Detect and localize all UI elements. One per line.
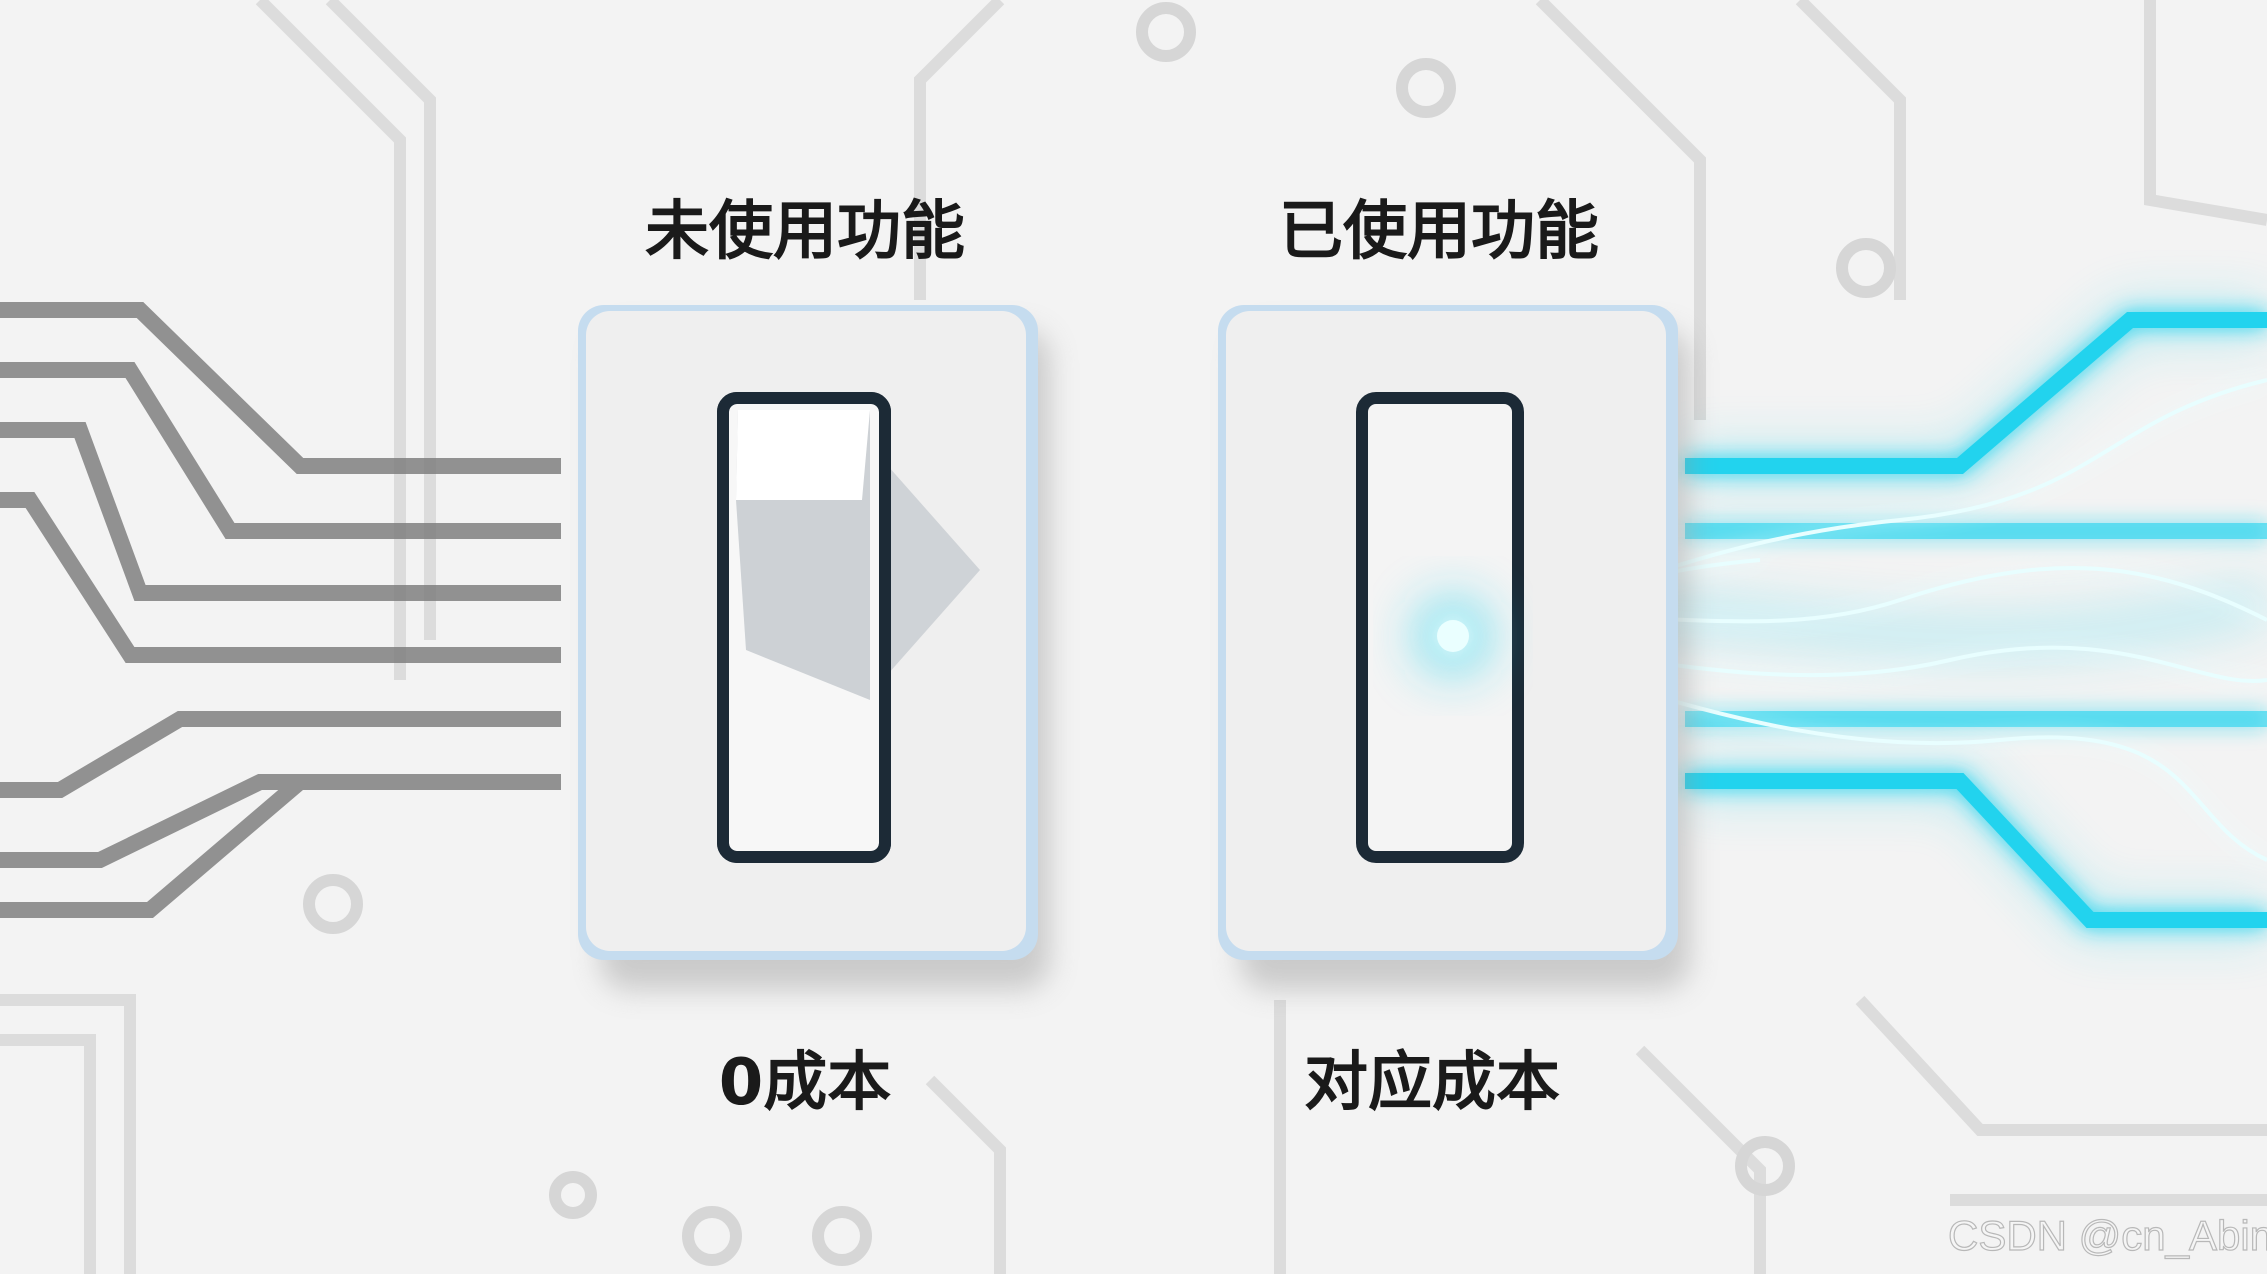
right-panel-caption: 对应成本 xyxy=(1304,1046,1560,1120)
right-panel-title: 已使用功能 xyxy=(1279,195,1599,269)
left-panel-caption: 0成本 xyxy=(719,1046,892,1120)
inactive-circuit-traces xyxy=(0,302,561,918)
left-panel: 未使用功能 0成本 xyxy=(578,195,1050,1120)
watermark: CSDN @cn_Abin xyxy=(1948,1212,2267,1259)
left-toggle-switch-off[interactable] xyxy=(717,392,980,863)
right-panel: 已使用功能 对应成本 xyxy=(1218,195,1690,1120)
energy-core-icon xyxy=(1437,620,1469,652)
background-circuit-nodes xyxy=(303,2,1896,1266)
left-panel-title: 未使用功能 xyxy=(645,195,965,269)
